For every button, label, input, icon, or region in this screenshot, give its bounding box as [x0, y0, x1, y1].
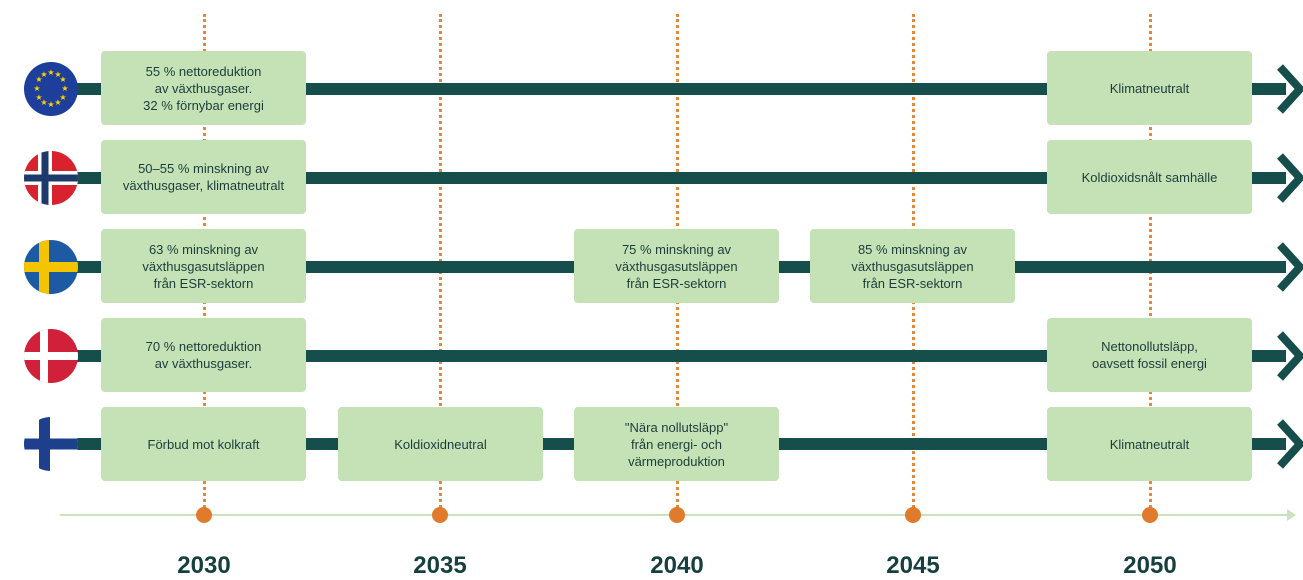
svg-text:★: ★ [54, 70, 61, 79]
milestone-box: 50–55 % minskning av växthusgaser, klima… [101, 140, 306, 214]
norway-flag-icon [24, 151, 78, 205]
milestone-box: "Nära nollutsläpp" från energi- och värm… [574, 407, 779, 481]
eu-flag-icon: ★★★ ★★★ ★★★ ★★★ [24, 62, 78, 116]
milestone-box: Koldioxidneutral [338, 407, 543, 481]
year-label: 2030 [177, 552, 231, 579]
year-label: 2040 [650, 552, 704, 579]
arrowhead-icon [1277, 331, 1303, 381]
arrowhead-icon [1277, 153, 1303, 203]
milestone-box: 55 % nettoreduktion av växthusgaser. 32 … [101, 51, 306, 125]
milestone-box: 63 % minskning av växthusgasutsläppen fr… [101, 229, 306, 303]
svg-text:★: ★ [59, 93, 66, 102]
year-label: 2045 [886, 552, 940, 579]
arrowhead-icon [1277, 64, 1303, 114]
milestone-box: 75 % minskning av växthusgasutsläppen fr… [574, 229, 779, 303]
year-marker-dot [196, 507, 212, 523]
milestone-box: Klimatneutralt [1047, 51, 1252, 125]
row-bar-norway [64, 172, 1286, 184]
svg-text:★: ★ [61, 84, 68, 93]
year-marker-dot [669, 507, 685, 523]
sweden-flag-icon [24, 240, 78, 294]
svg-text:★: ★ [33, 84, 40, 93]
svg-text:★: ★ [47, 68, 54, 77]
finland-flag-icon [24, 417, 78, 471]
year-marker-dot [1142, 507, 1158, 523]
row-bar-denmark [64, 350, 1286, 362]
year-label: 2035 [413, 552, 467, 579]
milestone-box: Koldioxidsnålt samhälle [1047, 140, 1252, 214]
svg-text:★: ★ [54, 98, 61, 107]
svg-text:★: ★ [40, 98, 47, 107]
year-marker-dot [905, 507, 921, 523]
year-marker-dot [432, 507, 448, 523]
svg-text:★: ★ [35, 93, 42, 102]
svg-text:★: ★ [47, 100, 54, 109]
milestone-box: 85 % minskning av växthusgasutsläppen fr… [810, 229, 1015, 303]
row-bar-eu [64, 83, 1286, 95]
denmark-flag-icon [24, 329, 78, 383]
arrowhead-icon [1277, 242, 1303, 292]
svg-text:★: ★ [35, 75, 42, 84]
year-label: 2050 [1123, 552, 1177, 579]
axis-arrow-icon [1287, 509, 1296, 521]
milestone-box: Förbud mot kolkraft [101, 407, 306, 481]
milestone-box: Klimatneutralt [1047, 407, 1252, 481]
svg-text:★: ★ [40, 70, 47, 79]
svg-text:★: ★ [59, 75, 66, 84]
arrowhead-icon [1277, 419, 1303, 469]
milestone-box: 70 % nettoreduktion av växthusgaser. [101, 318, 306, 392]
milestone-box: Nettonollutsläpp, oavsett fossil energi [1047, 318, 1252, 392]
